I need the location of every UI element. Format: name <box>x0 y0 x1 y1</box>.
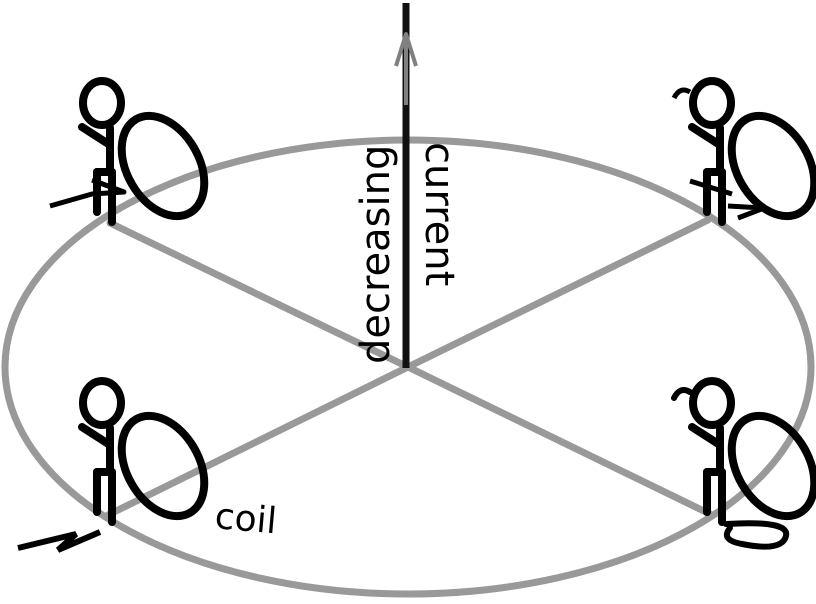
up-arrow-icon <box>394 32 418 105</box>
wire-label-decreasing: decreasing <box>353 145 399 364</box>
spoke-top-right <box>404 216 712 371</box>
observer-top-left <box>49 81 221 231</box>
spoke-bottom-right <box>404 363 716 519</box>
observer-bottom-left <box>17 381 221 553</box>
zigzag-mark-icon <box>17 529 102 553</box>
foot-mark-icon <box>49 177 127 209</box>
foot-mark-icon <box>671 87 767 221</box>
wire-label-current: current <box>416 142 462 286</box>
curl-mark-icon <box>671 387 790 550</box>
observer-top-right <box>671 81 816 231</box>
person-with-coil-icon <box>692 381 816 531</box>
current-wire <box>394 3 418 368</box>
person-with-coil-icon <box>82 81 221 231</box>
coil-label: coil <box>213 496 278 542</box>
observer-bottom-right <box>671 381 816 550</box>
spoke-bottom-left <box>104 363 412 519</box>
person-with-coil-icon <box>82 381 221 531</box>
spoke-top-left <box>106 219 412 371</box>
